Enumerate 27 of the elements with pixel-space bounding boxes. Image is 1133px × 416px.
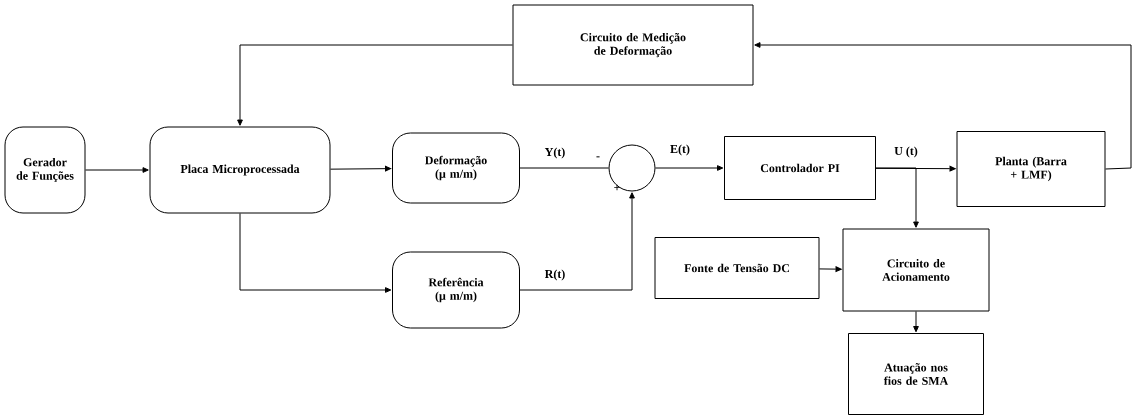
- block: Circuito de Acionamento: [842, 228, 990, 312]
- rounded-block: Gerador de Funções: [4, 126, 86, 214]
- edge-label: E(t): [669, 143, 691, 157]
- edge-label: R(t): [543, 268, 567, 282]
- rounded-block: Deformação (μ m/m): [392, 132, 520, 204]
- edge-label: Y(t): [543, 146, 567, 160]
- sign-label: +: [614, 184, 620, 191]
- block: Planta (Barra + LMF): [956, 131, 1106, 207]
- block: Controlador PI: [724, 136, 876, 200]
- arrow: [237, 44, 513, 126]
- block: Circuito de Medição de Deformação: [512, 4, 754, 86]
- arrow: [754, 42, 1132, 170]
- arrow: [330, 165, 392, 172]
- block: Atuação nos fios de SMA: [848, 333, 984, 415]
- block: Fonte de Tensão DC: [654, 237, 820, 299]
- arrow: [85, 167, 149, 173]
- rounded-block: Referência (μ m/m): [392, 251, 520, 329]
- arrow: [913, 311, 919, 333]
- arrow: [875, 167, 919, 228]
- rounded-block: Placa Microprocessada: [149, 126, 331, 214]
- arrow: [819, 266, 842, 272]
- edge-label: U (t): [893, 145, 919, 159]
- arrow: [239, 213, 392, 293]
- arrow: [655, 165, 724, 171]
- sign-label: -: [596, 156, 600, 158]
- summing-junction: [608, 144, 656, 192]
- arrow: [519, 192, 635, 291]
